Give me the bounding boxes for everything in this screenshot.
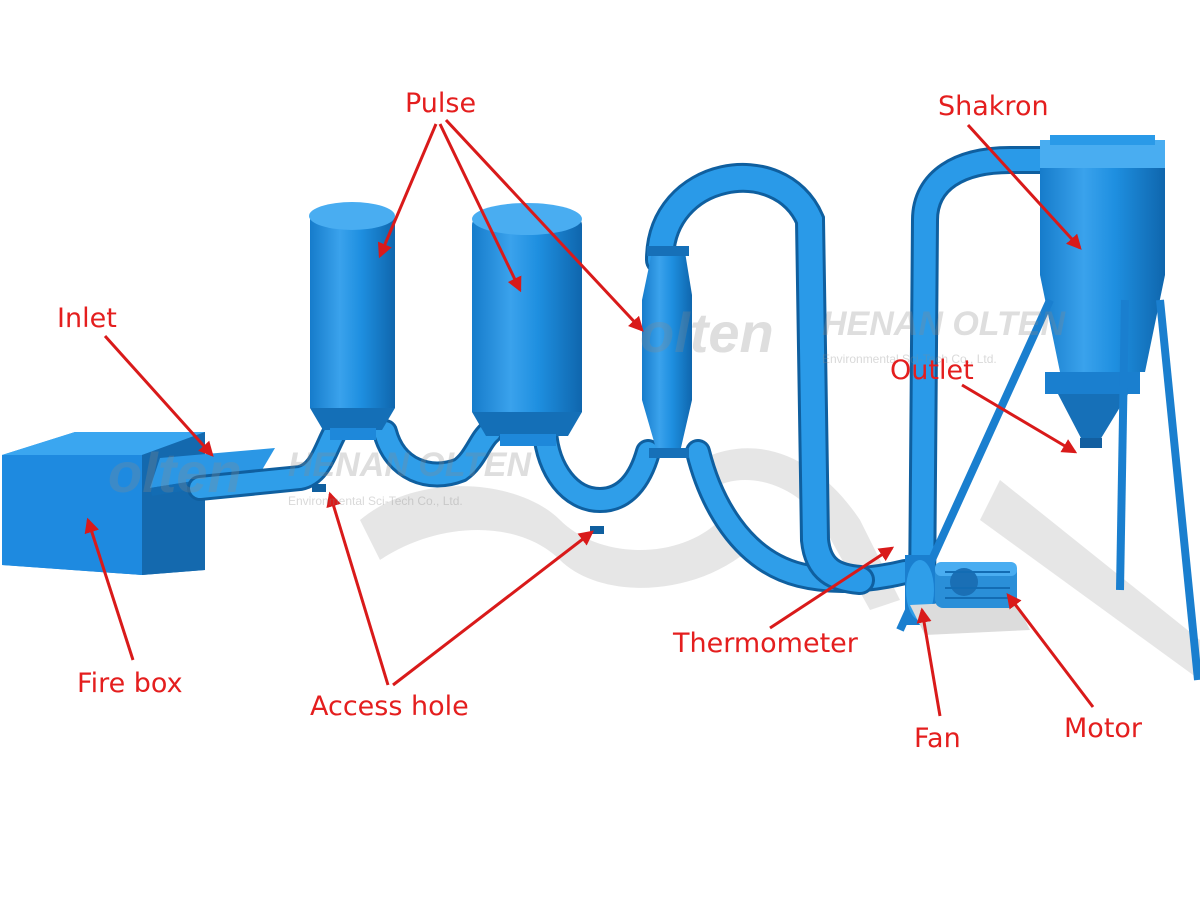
label-thermometer: Thermometer [673,628,858,659]
arrow-outlet [961,383,1078,454]
callout-arrows [84,118,1095,717]
arrow-access-hole-1 [326,491,390,686]
fire-box [2,432,205,575]
pulse-tank-1 [309,202,395,440]
access-hole-markers [312,484,604,534]
label-inlet: Inlet [57,303,117,334]
arrow-access-hole-2 [392,530,594,687]
arrow-motor [1006,593,1095,708]
pulse-tank-3 [642,246,692,458]
label-motor: Motor [1064,713,1143,744]
pulse-tank-2 [472,203,582,446]
label-access-hole: Access hole [310,691,469,722]
arrow-inlet [103,334,214,457]
label-pulse: Pulse [405,88,477,119]
label-shakron: Shakron [938,91,1049,122]
arrow-fan [916,607,942,717]
arrow-pulse-3 [444,118,644,332]
arrow-fire-box [84,517,135,661]
motor [910,562,1030,635]
arrow-pulse-2 [438,123,522,293]
label-outlet: Outlet [890,355,974,386]
arrow-thermometer [769,546,895,630]
arrow-pulse-1 [377,123,438,259]
label-fan: Fan [914,723,961,754]
arrow-shakron [966,123,1082,250]
label-fire-box: Fire box [77,668,183,699]
